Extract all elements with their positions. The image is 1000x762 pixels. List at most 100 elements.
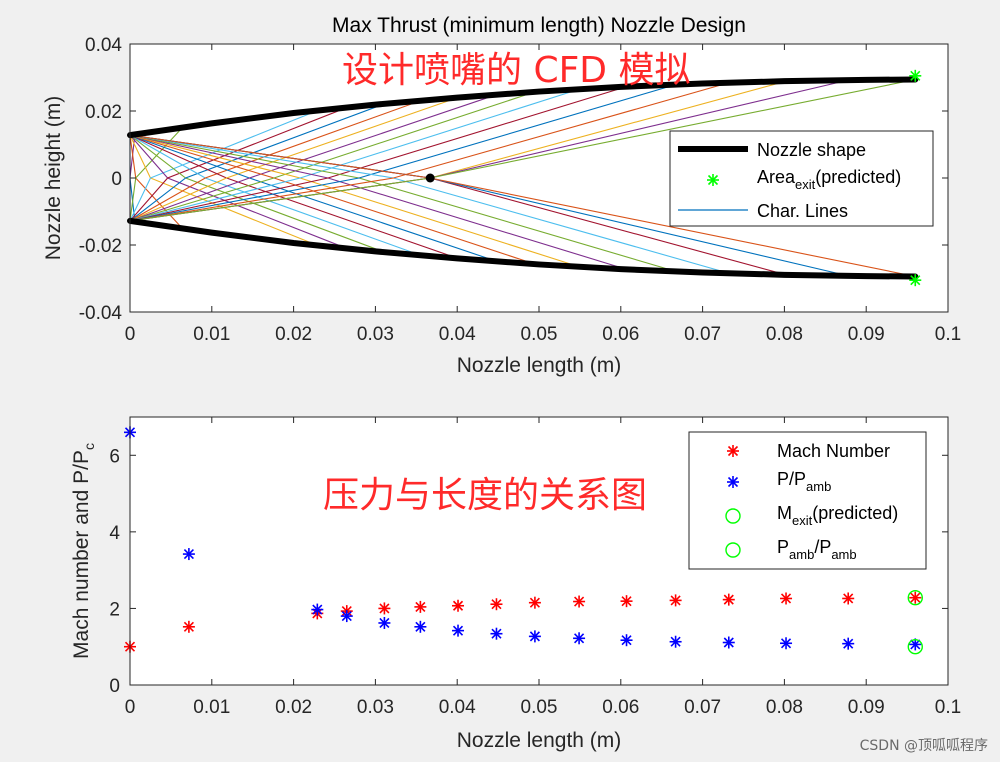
mach-point: [842, 592, 855, 605]
mach-x-tick-label: 0.01: [193, 697, 230, 718]
mach-x-tick-label: 0.1: [935, 697, 961, 718]
mach-legend: Mach Number P/Pamb Mexit(predicted) Pamb…: [688, 431, 927, 570]
pratio-point: [378, 616, 391, 629]
char-line: [129, 86, 627, 222]
char-line: [129, 91, 536, 222]
pratio-point: [573, 632, 586, 645]
mach-y-label-base: Mach number and P/P: [70, 450, 93, 659]
legend-mexit-after: (predicted): [812, 503, 898, 523]
nozzle-plot-title: Max Thrust (minimum length) Nozzle Desig…: [332, 14, 746, 37]
mach-x-tick-label: 0.08: [766, 697, 803, 718]
nozzle-wall-lower: [127, 217, 919, 280]
nozzle-x-tick-label: 0.01: [193, 324, 230, 345]
pamb-predicted-marker: [907, 639, 923, 655]
nozzle-x-tick-label: 0.1: [935, 324, 961, 345]
pratio-point: [669, 635, 682, 648]
nozzle-x-tick-label: 0.02: [275, 324, 312, 345]
mexit-predicted-marker: [907, 590, 923, 606]
legend-char-lines-label: Char. Lines: [757, 201, 848, 221]
nozzle-x-tick-label: 0.03: [357, 324, 394, 345]
mach-point: [669, 594, 682, 607]
nozzle-x-tick-label: 0.04: [439, 324, 476, 345]
mach-x-tick-label: 0.03: [357, 697, 394, 718]
pratio-point: [780, 637, 793, 650]
pratio-point: [909, 638, 922, 651]
mach-x-tick-label: 0.02: [275, 697, 312, 718]
char-line: [129, 107, 347, 222]
mach-point: [378, 602, 391, 615]
char-line: [129, 82, 729, 222]
legend-nozzle-shape-label: Nozzle shape: [757, 140, 866, 160]
legend-exit-area-swatch: [707, 174, 719, 186]
mach-y-label-sub: c: [81, 443, 97, 450]
pratio-point: [182, 548, 195, 561]
mach-x-tick-label: 0.09: [848, 697, 885, 718]
legend-mach-star: [727, 445, 739, 457]
legend-exit-area-after: (predicted): [815, 167, 901, 187]
nozzle-wall-upper: [127, 76, 919, 139]
nozzle-x-tick-label: 0.09: [848, 324, 885, 345]
exit-area-marker: [909, 274, 922, 287]
nozzle-legend: Nozzle shape Areaexit(predicted) Char. L…: [669, 130, 934, 227]
nozzle-y-tick-label: 0.02: [85, 102, 122, 123]
char-line: [129, 88, 580, 222]
char-line: [129, 100, 421, 222]
legend-mexit-swatch: [725, 508, 741, 524]
mach-x-label: Nozzle length (m): [457, 729, 622, 752]
mach-y-tick-label: 4: [109, 523, 120, 544]
mach-y-tick-label: 2: [109, 599, 120, 620]
mach-point: [909, 591, 922, 604]
legend-pratio-sub: amb: [806, 479, 831, 494]
pratio-point: [452, 624, 465, 637]
nozzle-x-label: Nozzle length (m): [457, 354, 622, 377]
mach-y-tick-label: 6: [109, 446, 120, 467]
nozzle-y-tick-label: -0.02: [79, 236, 122, 257]
char-line: [129, 110, 318, 222]
legend-pratio-star: [727, 476, 739, 488]
mach-point: [182, 620, 195, 633]
mach-x-tick-label: 0.06: [602, 697, 639, 718]
mach-point: [620, 595, 633, 608]
char-line: [129, 84, 676, 222]
pratio-point: [722, 636, 735, 649]
characteristic-intersection-point: [425, 173, 435, 183]
mach-y-label: Mach number and P/Pc: [70, 443, 97, 659]
mach-point: [414, 600, 427, 613]
legend-exit-area-label: Areaexit(predicted): [757, 167, 901, 192]
char-line: [129, 103, 385, 222]
mach-annotation: 压力与长度的关系图: [323, 475, 647, 516]
mach-points-layer: [124, 426, 923, 655]
nozzle-x-tick-label: 0: [125, 324, 136, 345]
nozzle-y-label: Nozzle height (m): [42, 96, 65, 261]
mach-x-tick-label: 0.04: [439, 697, 476, 718]
legend-pratio-label: P/Pamb: [777, 469, 831, 494]
legend-pamb-sub: amb: [789, 547, 814, 562]
nozzle-x-tick-label: 0.08: [766, 324, 803, 345]
legend-mexit-base: M: [777, 503, 792, 523]
mach-point: [722, 593, 735, 606]
mach-point: [452, 599, 465, 612]
mach-point: [490, 598, 503, 611]
nozzle-x-tick-label: 0.06: [602, 324, 639, 345]
pratio-point: [842, 637, 855, 650]
legend-exit-area-sub: exit: [795, 177, 816, 192]
legend-pamb-after: /P: [814, 537, 831, 557]
pratio-point: [490, 627, 503, 640]
char-line: [129, 94, 497, 222]
nozzle-annotation: 设计喷嘴的 CFD 模拟: [342, 50, 690, 91]
mach-point: [780, 592, 793, 605]
legend-mexit-sub: exit: [792, 513, 813, 528]
pratio-point: [414, 620, 427, 633]
legend-pamb-sub2: amb: [831, 547, 856, 562]
nozzle-lines-layer: [127, 69, 922, 287]
exit-area-marker: [909, 69, 922, 82]
pratio-point: [620, 634, 633, 647]
mach-y-tick-label: 0: [109, 676, 120, 697]
watermark: CSDN @顶呱呱程序: [860, 738, 988, 754]
mach-point: [528, 596, 541, 609]
legend-pratio-swatch: [727, 476, 739, 488]
legend-pratio-base: P/P: [777, 469, 806, 489]
char-line: [129, 97, 459, 222]
